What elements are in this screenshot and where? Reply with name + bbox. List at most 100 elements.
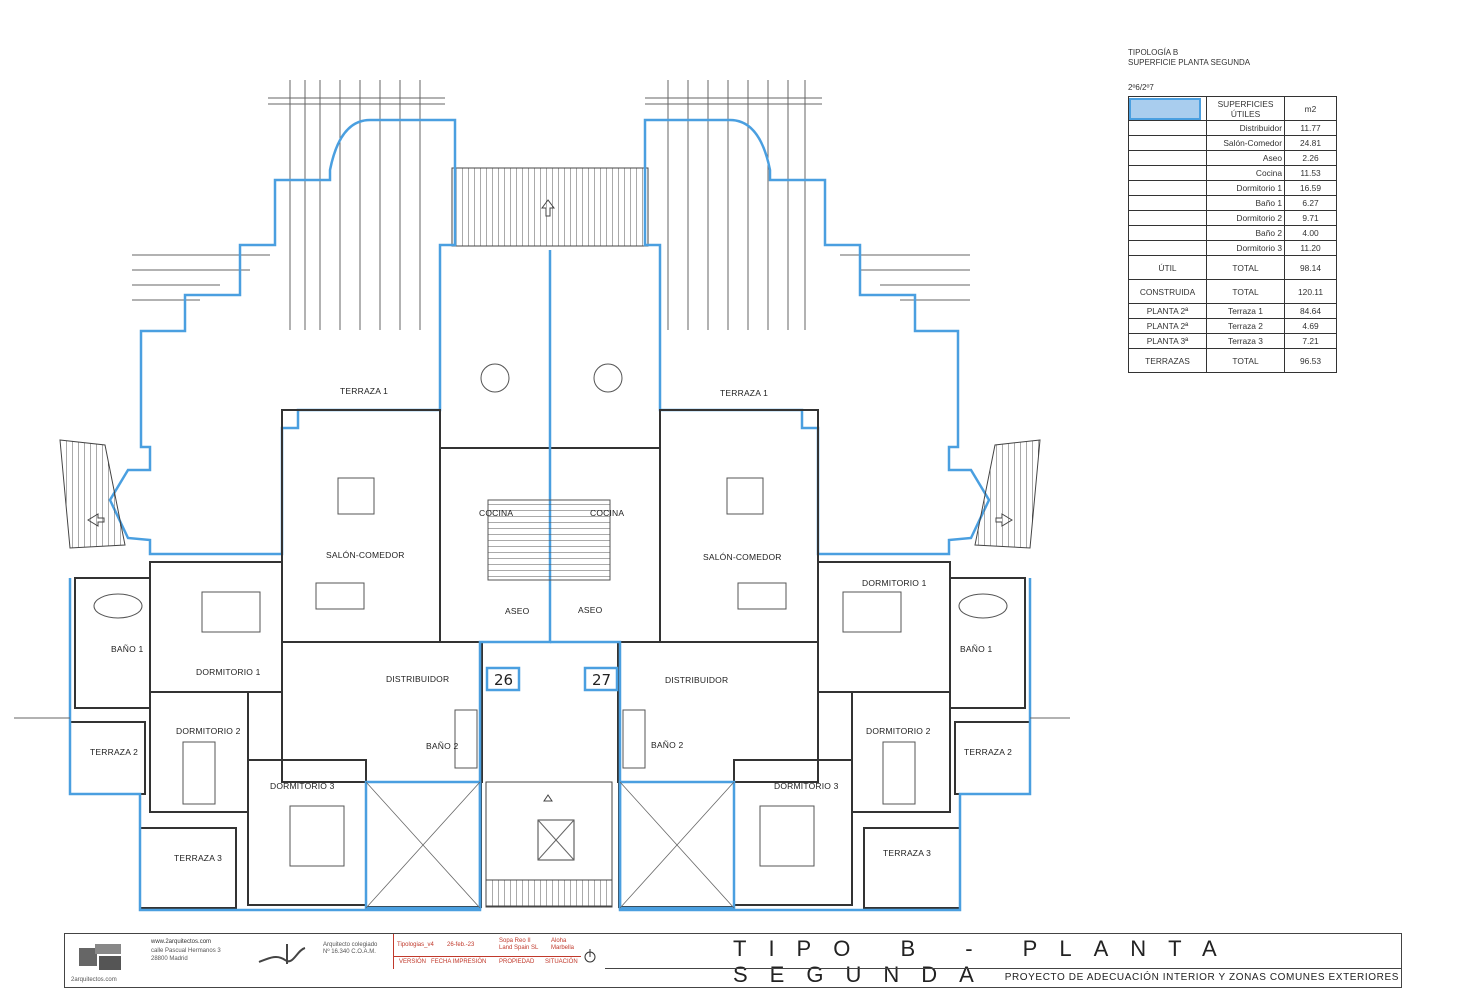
legend-swatch (1129, 97, 1201, 120)
table-cell (1128, 135, 1207, 151)
unit-marker-27 (583, 666, 619, 692)
table-cell: 4.69 (1284, 318, 1337, 334)
schedule-code: 2º6/2º7 (1128, 83, 1154, 92)
owner-value-1: Sopa Reo II (499, 938, 531, 944)
table-cell: Aseo (1206, 150, 1285, 166)
label-dormitorio-3-left: DORMITORIO 3 (270, 781, 335, 791)
table-cell (1128, 225, 1207, 241)
label-terraza-2-left: TERRAZA 2 (90, 747, 138, 757)
label-terraza-2-right: TERRAZA 2 (964, 747, 1012, 757)
table-cell: 11.20 (1284, 240, 1337, 256)
header-unit: m2 (1284, 96, 1337, 121)
cell-terrazas-label: TERRAZAS (1128, 348, 1207, 373)
location-label: SITUACIÓN (545, 959, 578, 965)
table-cell: 84.64 (1284, 303, 1337, 319)
label-bano-2-right: BAÑO 2 (651, 740, 683, 750)
table-cell: 16.59 (1284, 180, 1337, 196)
date-label: FECHA IMPRESIÓN (431, 959, 487, 965)
walls-left (69, 409, 551, 909)
label-terraza-1-right: TERRAZA 1 (720, 388, 768, 398)
cell-terrazas-total: TOTAL (1206, 348, 1285, 373)
date-value: 26-feb.-23 (447, 942, 475, 948)
table-cell (1128, 180, 1207, 196)
side-terrace-right (974, 439, 1041, 549)
table-cell: PLANTA 2ª (1128, 303, 1207, 319)
label-aseo-right: ASEO (578, 605, 603, 615)
drawing-subtitle: PROYECTO DE ADECUACIÓN INTERIOR Y ZONAS … (1004, 972, 1399, 983)
table-cell: Terraza 1 (1206, 303, 1285, 319)
label-cocina-left: COCINA (479, 508, 513, 518)
schedule-heading-1: TIPOLOGÍA B (1128, 48, 1179, 57)
studio-logo (79, 944, 121, 970)
stair-top (451, 167, 649, 247)
table-cell (1128, 150, 1207, 166)
table-cell: 2.26 (1284, 150, 1337, 166)
table-cell: PLANTA 3ª (1128, 333, 1207, 349)
label-bano-1-left: BAÑO 1 (111, 644, 143, 654)
table-cell: 7.21 (1284, 333, 1337, 349)
legend-swatch-cell (1128, 96, 1207, 121)
label-dormitorio-1-left: DORMITORIO 1 (196, 667, 261, 677)
label-terraza-3-left: TERRAZA 3 (174, 853, 222, 863)
table-cell: 11.77 (1284, 120, 1337, 136)
schedule-heading: TIPOLOGÍA B SUPERFICIE PLANTA SEGUNDA (1128, 48, 1250, 68)
table-row-util: ÚTIL TOTAL 98.14 (1128, 255, 1337, 280)
unit-27-outline-top (643, 118, 991, 556)
cell-construida-label: CONSTRUIDA (1128, 279, 1207, 304)
table-cell: PLANTA 2ª (1128, 318, 1207, 334)
side-terrace-left (59, 439, 126, 549)
furniture (93, 363, 1008, 867)
table-cell: Terraza 2 (1206, 318, 1285, 334)
table-cell: Distribuidor (1206, 120, 1285, 136)
label-terraza-3-right: TERRAZA 3 (883, 848, 931, 858)
signature-icon (258, 944, 306, 964)
label-terraza-1-left: TERRAZA 1 (340, 386, 388, 396)
table-row-terrazas: TERRAZAS TOTAL 96.53 (1128, 348, 1337, 373)
owner-label: PROPIEDAD (499, 959, 535, 965)
table-row-construida: CONSTRUIDA TOTAL 120.11 (1128, 279, 1337, 304)
table-cell: Dormitorio 1 (1206, 180, 1285, 196)
pergola-right (645, 80, 822, 330)
location-value-2: Marbella (551, 945, 575, 951)
unit-26-outline-bottom (68, 250, 552, 912)
studio-web: www.2arquitectos.com (151, 939, 212, 945)
label-aseo-left: ASEO (505, 606, 530, 616)
unit-marker-26 (485, 666, 521, 692)
label-dormitorio-1-right: DORMITORIO 1 (862, 578, 927, 588)
cell-construida-value: 120.11 (1284, 279, 1337, 304)
table-cell: 11.53 (1284, 165, 1337, 181)
schedule-heading-2: SUPERFICIE PLANTA SEGUNDA (1128, 58, 1251, 67)
owner-value-2: Land Spain SL (499, 945, 539, 951)
table-cell: Dormitorio 2 (1206, 210, 1285, 226)
table-cell (1128, 120, 1207, 136)
table-cell: 24.81 (1284, 135, 1337, 151)
table-cell: Baño 1 (1206, 195, 1285, 211)
cell-util-label: ÚTIL (1128, 255, 1207, 280)
label-dormitorio-2-right: DORMITORIO 2 (866, 726, 931, 736)
table-cell: Salón-Comedor (1206, 135, 1285, 151)
pergola-left (268, 80, 445, 330)
unit-27-outline-bottom (550, 578, 1032, 912)
north-arrow-icon (584, 949, 596, 963)
unit-number-27: 27 (592, 671, 611, 689)
studio-address-2: 28800 Madrid (151, 956, 188, 962)
pergola-sides (132, 254, 970, 301)
cell-util-value: 98.14 (1284, 255, 1337, 280)
version-value: Tipologias_v4 (397, 942, 434, 948)
table-cell: 4.00 (1284, 225, 1337, 241)
version-label: VERSIÓN (399, 959, 427, 965)
table-cell: 6.27 (1284, 195, 1337, 211)
cell-util-total: TOTAL (1206, 255, 1285, 280)
unit-26-outline-top (108, 118, 457, 556)
label-distribuidor-left: DISTRIBUIDOR (386, 674, 449, 684)
